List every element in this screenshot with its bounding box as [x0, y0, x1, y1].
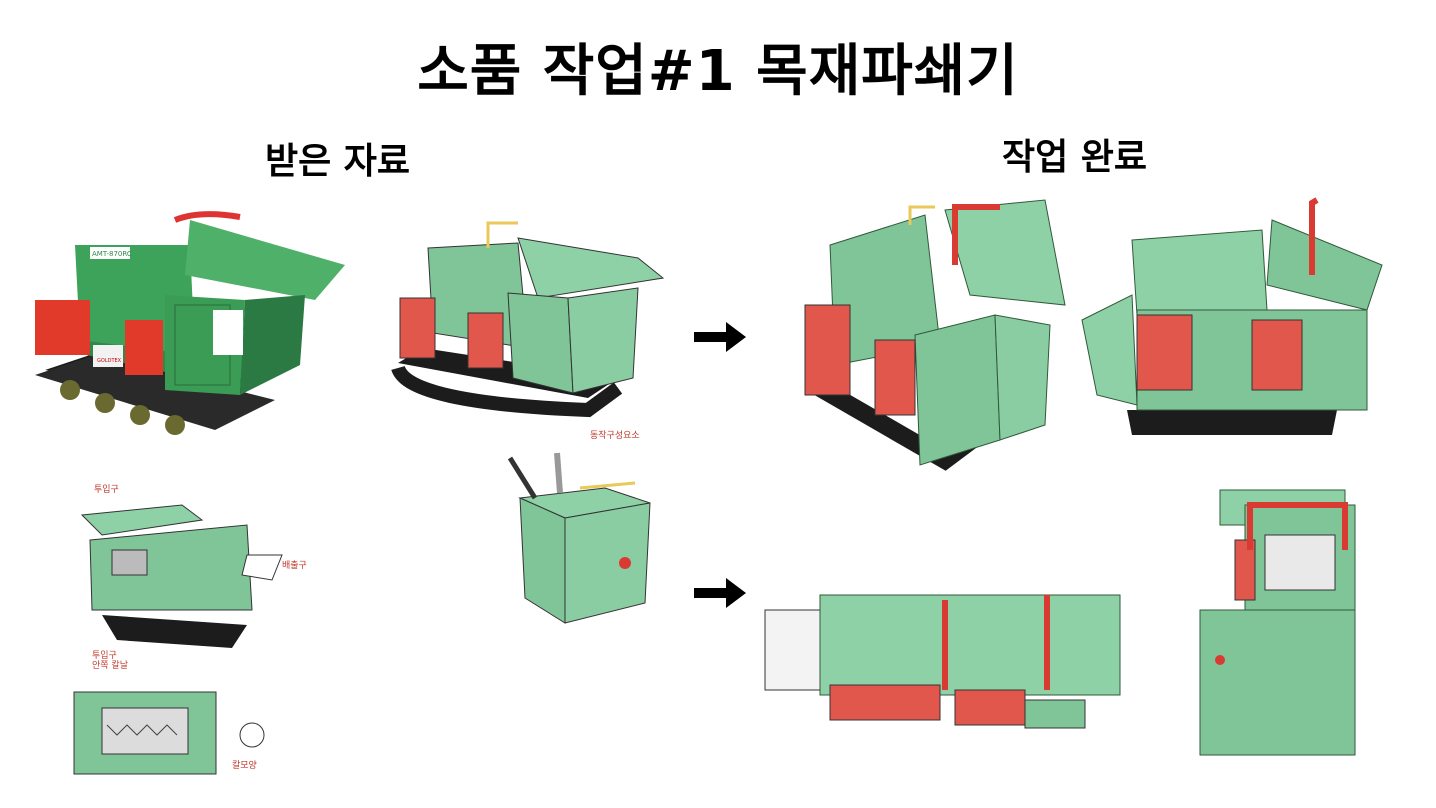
render-chipper-front-iso	[804, 199, 1066, 471]
arrow-right-icon	[694, 322, 746, 352]
brand-plate: AMT-870RC	[92, 250, 132, 258]
reference-photo-chipper: AMT-870RC GOLDTEX	[35, 211, 345, 435]
section-title-received: 받은 자료	[265, 141, 411, 182]
sketch-mechanism-detail: 동작구성요소	[507, 430, 651, 624]
render-chipper-front	[1199, 489, 1356, 756]
sketch-blade-box: 칼모양	[73, 691, 265, 775]
page-title: 소품 작업#1 목재파쇄기	[417, 39, 1019, 104]
note-outlet: 배출구	[282, 560, 307, 571]
section-title-completed: 작업 완료	[1002, 137, 1148, 178]
note-inlet: 투입구	[94, 483, 119, 495]
render-chipper-rear-iso	[1081, 197, 1383, 435]
arrow-right-icon	[694, 578, 746, 608]
note-blade-shape: 칼모양	[232, 760, 257, 771]
render-chipper-top	[764, 594, 1121, 729]
note-mechanism: 동작구성요소	[590, 430, 640, 441]
logo-text: GOLDTEX	[97, 358, 122, 364]
sketch-chipper-main	[391, 221, 665, 418]
